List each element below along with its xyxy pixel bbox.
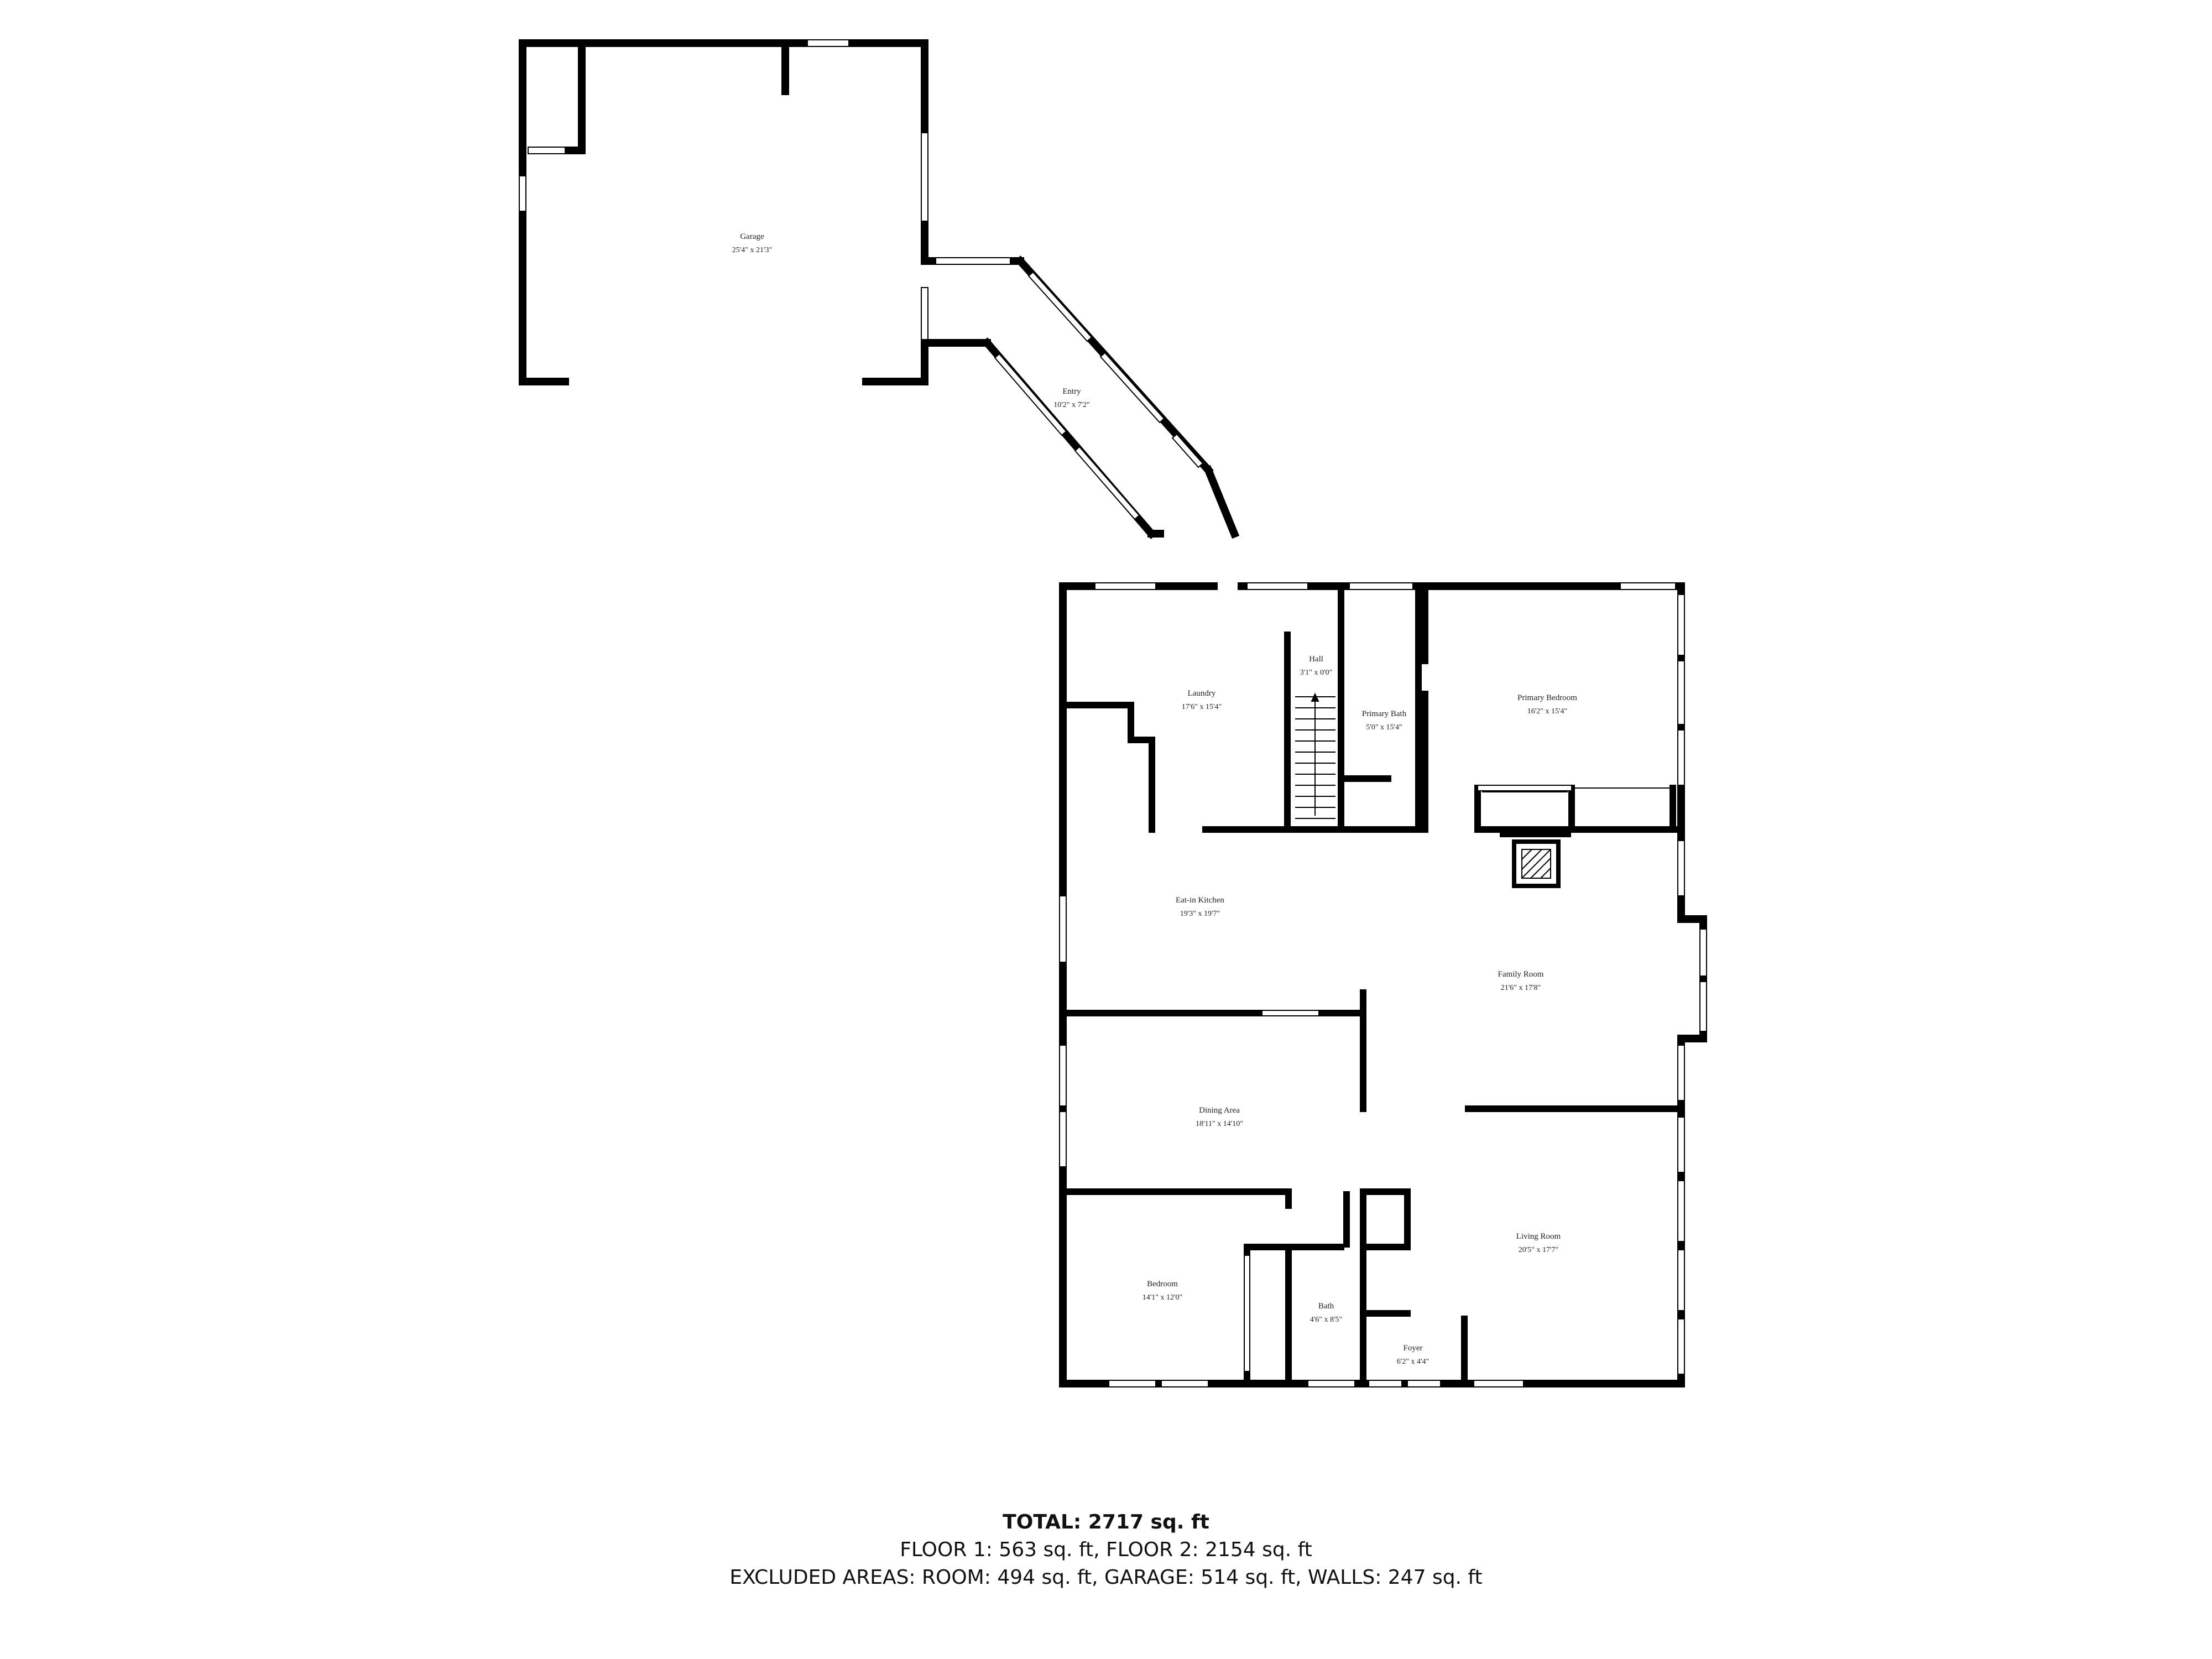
entry-dims: 10'2" x 7'2"	[1053, 401, 1089, 409]
bedroom-label: Bedroom	[1147, 1280, 1178, 1288]
foyer-dims: 6'2" x 4'4"	[1397, 1358, 1429, 1366]
dining-area-label: Dining Area	[1199, 1106, 1240, 1115]
total-area-summary: TOTAL: 2717 sq. ft	[1003, 1511, 1209, 1533]
primary-bath-dims: 5'0" x 15'4"	[1366, 723, 1402, 732]
house-windows	[1059, 582, 1707, 1387]
family-room-label: Family Room	[1498, 970, 1544, 979]
house-exterior-walls	[1059, 582, 1707, 1387]
hall-label: Hall	[1309, 655, 1323, 664]
garage-label: Garage	[740, 232, 764, 241]
entry-windows	[935, 257, 1204, 520]
hall-dims: 3'1" x 0'0"	[1300, 669, 1332, 677]
dining-area-dims: 18'11" x 14'10"	[1196, 1120, 1243, 1128]
garage-walls	[519, 39, 928, 385]
primary-bath-label: Primary Bath	[1362, 709, 1407, 718]
staircase	[1295, 692, 1335, 819]
laundry-dims: 17'6" x 15'4"	[1182, 703, 1222, 711]
fireplace	[1512, 839, 1561, 888]
garage-dims: 25'4" x 21'3"	[732, 246, 772, 254]
excluded-areas-summary: EXCLUDED AREAS: ROOM: 494 sq. ft, GARAGE…	[729, 1566, 1483, 1589]
floor-areas-summary: FLOOR 1: 563 sq. ft, FLOOR 2: 2154 sq. f…	[900, 1538, 1312, 1561]
primary-bedroom-label: Primary Bedroom	[1517, 693, 1577, 702]
entry-label: Entry	[1062, 387, 1081, 396]
bath-label: Bath	[1318, 1302, 1334, 1311]
living-room-label: Living Room	[1516, 1232, 1561, 1241]
laundry-label: Laundry	[1188, 689, 1216, 698]
entry-walls	[921, 255, 1240, 539]
bedroom-dims: 14'1" x 12'0"	[1142, 1293, 1182, 1302]
house-interior-walls	[1065, 588, 1684, 1383]
bath-dims: 4'6" x 8'5"	[1310, 1316, 1342, 1324]
room-labels: Garage 25'4" x 21'3" Entry 10'2" x 7'2" …	[732, 232, 1578, 1366]
living-room-dims: 20'5" x 17'7"	[1519, 1246, 1558, 1254]
foyer-label: Foyer	[1404, 1344, 1423, 1353]
eat-in-kitchen-label: Eat-in Kitchen	[1176, 896, 1224, 905]
eat-in-kitchen-dims: 19'3" x 19'7"	[1180, 910, 1220, 918]
family-room-dims: 21'6" x 17'8"	[1501, 984, 1541, 992]
primary-bedroom-dims: 16'2" x 15'4"	[1527, 707, 1567, 716]
garage-windows	[519, 39, 928, 343]
